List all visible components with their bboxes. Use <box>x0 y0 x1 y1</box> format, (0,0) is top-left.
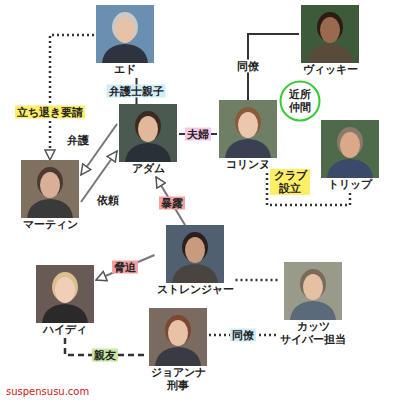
relation-line <box>96 255 155 280</box>
photo-background <box>119 104 177 162</box>
hair <box>135 111 161 141</box>
character-card: ヴィッキー <box>299 5 361 78</box>
shoulders <box>155 347 201 366</box>
photo-background <box>166 225 224 283</box>
hair <box>37 167 63 197</box>
relation-label: 同僚 <box>230 329 256 342</box>
relation-line <box>156 177 185 225</box>
character-name: ストレンジャー <box>157 283 234 296</box>
hair <box>300 269 326 299</box>
relation-label: 親友 <box>92 349 118 362</box>
face <box>138 116 158 142</box>
shoulders <box>125 143 171 162</box>
photo-background <box>36 265 94 323</box>
character-name: ジョアンナ <box>149 366 207 379</box>
group-label: 近所仲間 <box>288 88 312 114</box>
character-card: エド <box>94 5 156 78</box>
character-name: コリンヌ <box>219 158 277 171</box>
photo-background <box>149 308 207 366</box>
face <box>168 320 188 346</box>
relation-line <box>236 279 279 282</box>
watermark: suspensusu.com <box>6 386 89 397</box>
relation-line <box>50 35 94 160</box>
character-name: ヴィッキー <box>301 63 359 76</box>
character-name: カッツ <box>280 320 346 333</box>
character-card: ジョアンナ刑事 <box>147 308 209 394</box>
character-card: コリンヌ <box>217 100 279 173</box>
relation-label: 弁護士親子 <box>107 85 166 98</box>
character-card: ストレンジャー <box>155 225 236 298</box>
relation-label: 立ち退き要請 <box>15 106 85 119</box>
face <box>320 17 340 43</box>
photo-background <box>284 262 342 320</box>
portrait-photo <box>149 308 207 366</box>
character-name: トリップ <box>321 178 379 191</box>
character-card: マーティン <box>19 160 81 233</box>
relation-label: クラブ設立 <box>270 169 310 195</box>
group-circle-outline <box>281 82 320 121</box>
photo-background <box>21 160 79 218</box>
character-card: ハイディ <box>34 265 96 338</box>
shoulders <box>42 304 88 323</box>
shoulders <box>307 44 353 63</box>
portrait-photo <box>219 100 277 158</box>
character-name: マーティン <box>21 218 79 231</box>
relation-label: 暴露 <box>159 197 185 210</box>
photo-background <box>219 100 277 158</box>
shoulders <box>327 159 373 178</box>
relation-label: 夫婦 <box>185 128 211 141</box>
face <box>55 277 75 303</box>
face <box>238 112 258 138</box>
portrait-photo <box>301 5 359 63</box>
hair <box>235 107 261 137</box>
character-card: アダム <box>117 104 179 177</box>
character-name: アダム <box>119 162 177 175</box>
hair <box>337 127 363 157</box>
portrait-photo <box>321 120 379 178</box>
face <box>40 172 60 198</box>
relation-label: 同僚 <box>235 60 261 73</box>
shoulders <box>172 264 218 283</box>
hair <box>165 315 191 345</box>
relation-label: 弁護 <box>65 134 91 147</box>
shoulders <box>27 199 73 218</box>
face <box>340 132 360 158</box>
face <box>115 17 135 43</box>
portrait-photo <box>96 5 154 63</box>
photo-background <box>321 120 379 178</box>
portrait-photo <box>284 262 342 320</box>
photo-background <box>96 5 154 63</box>
character-card: カッツサイバー担当 <box>278 262 348 348</box>
shoulders <box>290 301 336 320</box>
character-card: トリップ <box>319 120 381 193</box>
relation-label: 依頼 <box>95 194 121 207</box>
shoulders <box>225 139 271 158</box>
relation-label: 脅迫 <box>112 261 138 274</box>
shoulders <box>102 44 148 63</box>
character-role: サイバー担当 <box>280 333 346 346</box>
character-role: 刑事 <box>149 379 207 392</box>
group-circle: 近所仲間 <box>279 80 321 122</box>
hair <box>112 12 138 42</box>
photo-background <box>301 5 359 63</box>
portrait-photo <box>166 225 224 283</box>
hair <box>182 232 208 262</box>
face <box>303 274 323 300</box>
portrait-photo <box>21 160 79 218</box>
face <box>185 237 205 263</box>
character-name: エド <box>96 63 154 76</box>
character-name: ハイディ <box>36 323 94 336</box>
portrait-photo <box>36 265 94 323</box>
hair <box>317 12 343 42</box>
relation-line <box>81 124 117 175</box>
hair <box>52 272 78 302</box>
portrait-photo <box>119 104 177 162</box>
